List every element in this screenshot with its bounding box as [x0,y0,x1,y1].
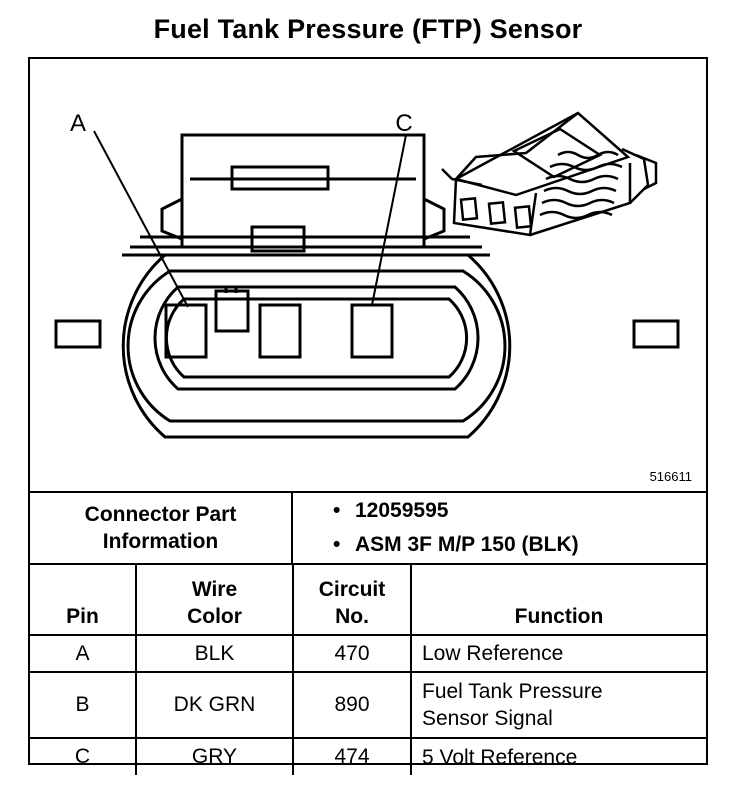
cell-circuit: 474 [292,737,412,775]
document-frame: A C 516611 Connector Part Information • 1… [28,57,708,775]
connector-oval-inner [126,269,507,423]
pin-label-c: C [395,110,412,137]
header-pin: Pin [30,565,137,636]
header-circuit-no: Circuit No. [292,565,412,636]
leader-line-c [371,134,407,306]
header-circuit-line2: No. [335,605,369,628]
part-number-item: • 12059595 [333,499,448,523]
cell-function-line2: Sensor Signal [422,707,553,730]
table-header-row: Pin Wire Color Circuit No. Function [30,565,706,636]
part-assembly: ASM 3F M/P 150 (BLK) [355,533,579,556]
key-tab [214,289,250,333]
connector-oval-outer [121,253,512,439]
cell-function: Low Reference [410,634,706,673]
cell-function-line1: Low Reference [422,642,564,665]
connector-part-row: Connector Part Information • 12059595 • AS… [30,493,706,565]
connector-part-values: • 12059595 • ASM 3F M/P 150 (BLK) [293,493,706,563]
cell-circuit: 890 [292,671,412,739]
terminal-b [258,303,302,359]
connector-part-label: Connector Part Information [30,493,293,563]
cell-wire-color: BLK [135,634,294,673]
header-wire-line2: Color [187,605,242,628]
pinout-table: Pin Wire Color Circuit No. Function A BL… [30,565,706,775]
figure-id: 516611 [649,469,692,484]
divider [30,491,706,493]
part-number: 12059595 [355,499,449,522]
cell-function: 5 Volt Reference [410,737,706,775]
page-title: Fuel Tank Pressure (FTP) Sensor [153,14,583,44]
header-wire-color: Wire Color [135,565,294,636]
leader-line-a [93,130,189,308]
cell-wire-color: GRY [135,737,294,775]
table-row: B DK GRN 890 Fuel Tank Pressure Sensor S… [30,671,706,739]
bullet-icon: • [333,499,341,522]
cell-pin: C [30,737,137,775]
part-assembly-item: • ASM 3F M/P 150 (BLK) [333,533,579,557]
connector-part-label-line2: Information [102,530,219,553]
cell-wire-color: DK GRN [135,671,294,739]
connector-diagram: A C [54,110,680,439]
cell-circuit: 470 [292,634,412,673]
header-wire-line1: Wire [191,578,238,601]
bullet-icon: • [333,533,341,556]
left-tab [54,319,102,349]
connector-part-label-line1: Connector Part [84,503,237,526]
header-circuit-line1: Circuit [318,578,386,601]
table-row: A BLK 470 Low Reference [30,634,706,673]
right-tab [632,319,680,349]
cell-function: Fuel Tank Pressure Sensor Signal [410,671,706,739]
lock-window [230,165,330,191]
terminal-c [350,303,394,359]
pin-label-a: A [70,110,86,137]
cell-function-line1: Fuel Tank Pressure [422,680,603,703]
table-row: C GRY 474 5 Volt Reference [30,737,706,775]
cell-function-line1: 5 Volt Reference [422,745,578,769]
cell-pin: B [30,671,137,739]
cell-pin: A [30,634,137,673]
connector-isometric-view [441,111,658,237]
header-function: Function [410,565,706,636]
connector-face-view [54,130,680,439]
